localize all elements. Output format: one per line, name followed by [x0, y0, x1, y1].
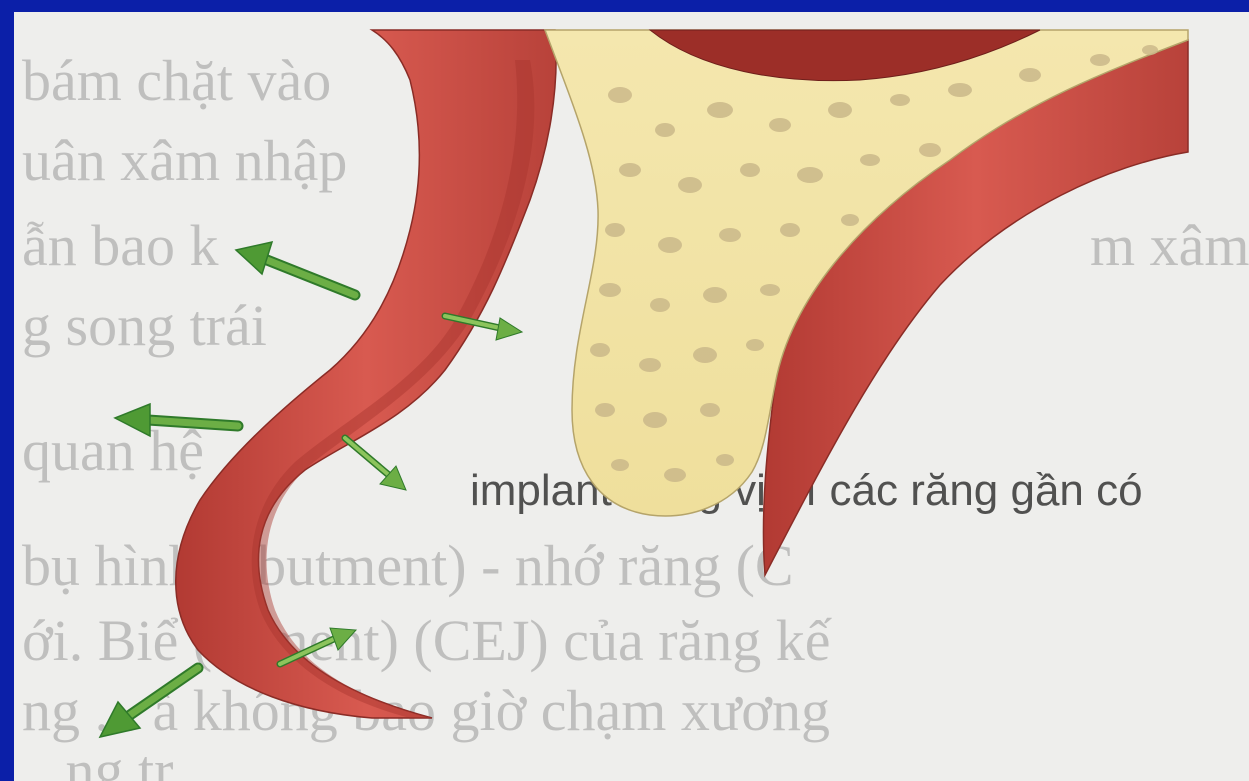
bleed-line-5: m xâm	[1090, 213, 1249, 278]
bleed-line-2: uân xâm nhập	[22, 128, 347, 193]
bleed-line-8: bụ hình (abutment) - nhớ răng (C	[22, 533, 794, 598]
bleed-line-11: ...ng tr ... ... ... ...	[22, 738, 405, 781]
bleed-line-6: quan hệ	[22, 418, 204, 483]
bleed-line-1: bám chặt vào	[22, 48, 331, 113]
bleed-line-3: ẫn bao k	[22, 213, 219, 278]
bleed-line-9: ới. Biể (cement) (CEJ) của răng kế	[22, 608, 833, 673]
bleed-line-4: g song trái	[22, 293, 267, 358]
